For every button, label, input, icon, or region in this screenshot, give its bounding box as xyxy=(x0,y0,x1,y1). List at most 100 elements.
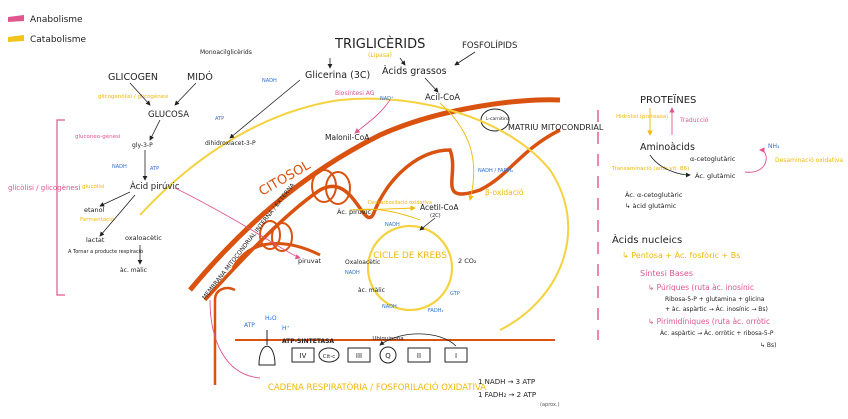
legend-anabolism-swatch xyxy=(8,15,24,22)
arrow-acetyl-loop xyxy=(349,208,421,221)
atp-synthase-atp: ATP xyxy=(244,322,255,329)
gtp-label: GTP xyxy=(450,291,460,297)
atp-label-2: ATP xyxy=(150,166,159,172)
pyrimidine-detail-2: ↳ Bs) xyxy=(760,342,777,349)
ethanol-label: etanol xyxy=(84,206,105,214)
fatty-acid-biosynthesis-label: Biosíntesi AG xyxy=(335,90,375,97)
complex-i xyxy=(444,347,468,363)
glutamic-label: Àc. glutàmic xyxy=(695,171,736,180)
fadh-label: FADH₂ xyxy=(428,308,443,314)
arrow-fa-synthesis xyxy=(354,99,391,134)
krebs-title: CICLE DE KREBS xyxy=(373,251,447,261)
complex-ii xyxy=(407,347,431,363)
arrow-pl-fa xyxy=(454,51,476,66)
purine-detail-2: + àc. aspàrtic → Àc. inosínic → Bs) xyxy=(665,306,768,313)
pentose-composition: ↳ Pentosa + Àc. fosfòric + Bs xyxy=(622,249,740,260)
purine-route: ↳ Púriques (ruta àc. inosínic xyxy=(648,283,754,292)
glycolysis-annotation: glucòlisi xyxy=(82,183,105,190)
arrow-fa-acylcoa xyxy=(424,77,439,93)
pyrimidine-detail-1: Àc. aspàrtic → Àc. orròtic + ribosa-5-P xyxy=(660,330,774,337)
atp-synthase-label: ATP-SINTETASA xyxy=(282,338,334,345)
proteins-title: PROTEÏNES xyxy=(640,93,696,106)
nadh-label-4: NADH xyxy=(345,270,360,276)
nadh-label-3: NADH xyxy=(385,222,400,228)
monoacylglycerides: Monoacilglicèrids xyxy=(200,49,252,56)
inner-membrane xyxy=(203,128,561,302)
arrow-betaox xyxy=(439,102,475,201)
phospholipids-title: FOSFOLÍPIDS xyxy=(462,39,517,51)
nadh-label-2: NADH xyxy=(112,164,127,170)
cytochrome-c xyxy=(318,347,340,363)
ubiquinone-label: Q xyxy=(385,352,391,360)
complex-iii xyxy=(347,347,371,363)
h2o-label: H₂O xyxy=(265,315,277,322)
acetyl-coa-carbons: (2C) xyxy=(430,213,441,219)
acetyl-coa-label: Acetil-CoA xyxy=(420,203,459,212)
ubiquinone-caption: Ubiquinona xyxy=(372,336,403,342)
transamination-label: Transaminació (amb vit. B6) xyxy=(611,165,689,172)
glycogen-label: GLICOGEN xyxy=(108,72,158,83)
complex-iii-label: III xyxy=(356,352,362,360)
arrow-starch-glucose xyxy=(174,82,197,106)
arrow-pyruvate-ethanol xyxy=(99,191,131,207)
glucose-label: GLUCOSA xyxy=(148,110,189,120)
lipase-label: (Lipasa) xyxy=(368,52,392,59)
legend-anabolism-label: Anabolisme xyxy=(30,15,83,25)
starch-label: MIDÓ xyxy=(187,71,213,83)
electron-flow-arrow xyxy=(379,333,457,347)
oxidative-decarboxylation-label: Descarboxilació oxidativa xyxy=(368,199,432,206)
cycle-co2: 2 CO₂ xyxy=(458,257,477,265)
gluconeogenesis-annotation: gluconeo-gènesi xyxy=(75,133,121,140)
oxidative-deamination-label: Desaminació oxidativa xyxy=(775,157,843,164)
triglicerides-title: TRIGLICÈRIDS xyxy=(334,36,425,52)
acyl-coa-label: Acil-CoA xyxy=(425,93,460,103)
complex-ii-label: II xyxy=(417,352,421,360)
arrow-glycerol-dhap xyxy=(229,79,301,139)
gly3p-label: gly-3-P xyxy=(132,142,153,149)
matrix-label: MATRIU MITOCONDRIAL xyxy=(508,123,604,132)
complex-i-label: I xyxy=(455,352,457,360)
malonyl-coa-label: Malonil-CoA xyxy=(325,133,370,142)
fadh-atp: 1 FADH₂ → 2 ATP xyxy=(478,391,536,399)
pyruvic-matrix-label: Àc. pirúvic xyxy=(337,207,371,216)
ubiquinone xyxy=(379,346,397,364)
nucleic-acids-title: Àcids nucleics xyxy=(612,233,682,246)
legend-catabolism-label: Catabolisme xyxy=(30,35,87,45)
atp-label-1: ATP xyxy=(215,116,224,122)
cytochrome-c-label: Cit-c xyxy=(323,354,336,360)
arrow-glycogen-glucose xyxy=(129,82,151,106)
krebs-cycle xyxy=(366,224,454,312)
transporter-2 xyxy=(325,171,351,205)
chain-title: CADENA RESPIRATÒRIA / FOSFORILACIÓ OXIDA… xyxy=(268,381,486,393)
glycerol-label: Glicerina (3C) xyxy=(305,70,370,81)
ketoglutaric-label: α-cetoglutàric xyxy=(690,155,736,163)
legend: Anabolisme Catabolisme xyxy=(8,15,87,45)
atp-synthase-body xyxy=(258,345,276,366)
transporter-1 xyxy=(311,169,337,203)
dihydroxyacetone-label: dihidroxiacet-3-P xyxy=(205,140,256,147)
fermentation-annotation: Fermentació xyxy=(80,216,115,223)
fatty-acids-label: Àcids grassos xyxy=(382,65,447,77)
amino-acids-label: Aminoàcids xyxy=(640,142,695,153)
electron-transport-chain: IV Cit-c III Q II I Ubiquinona ATP-SINTE… xyxy=(244,315,468,366)
nadh-atp: 1 NADH → 3 ATP xyxy=(478,378,535,386)
hydrolysis-label: Hidròlisi (proteasa) xyxy=(616,113,668,120)
arrow-pyruvate-lactate xyxy=(99,194,136,237)
arrow-glucose-g3p xyxy=(149,119,161,141)
ammonia-label: NH₃ xyxy=(768,143,780,150)
ketoglutaric-acid-label: Àc. α-cetoglutàric xyxy=(625,190,683,199)
left-bracket xyxy=(56,119,65,296)
carnitine-label: L-carnitina xyxy=(486,116,510,122)
pyruvate-label: piruvat xyxy=(298,257,322,265)
membrane-left-wall xyxy=(213,286,236,385)
legend-catabolism-swatch xyxy=(8,35,24,42)
cycle-malic: àc. màlic xyxy=(358,287,385,294)
membrane-label: MEMBRANA MITOCONDRIAL INTERNA / EXTERNA xyxy=(201,181,297,301)
nadh-label-5: NADH xyxy=(382,304,397,310)
beta-oxidation-label: β-oxidació xyxy=(485,188,524,197)
translation-label: Traducció xyxy=(679,117,709,124)
hplus-label: H⁺ xyxy=(282,325,290,332)
transporter-4 xyxy=(271,222,293,252)
